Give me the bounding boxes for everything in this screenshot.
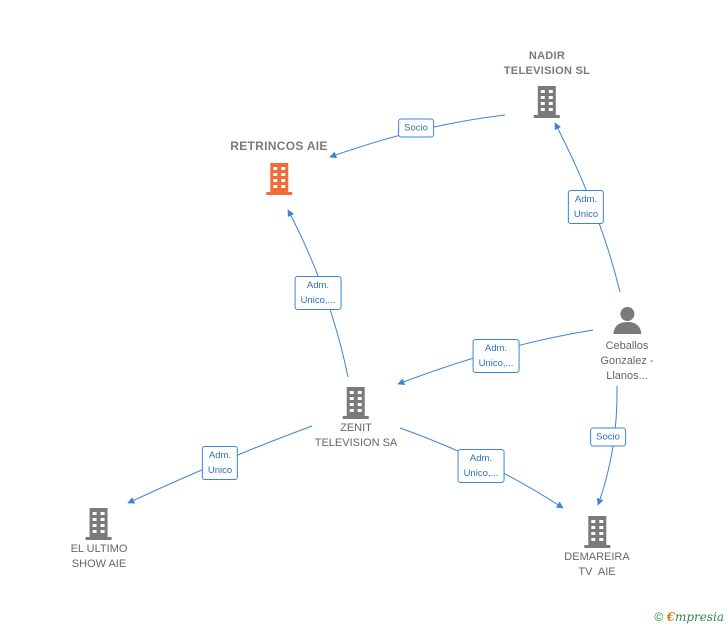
edge-label-text: Unico,... xyxy=(463,468,499,479)
node-demareira-label-1: DEMAREIRA xyxy=(564,551,630,563)
building-icon xyxy=(584,516,610,548)
building-icon xyxy=(343,387,369,419)
node-nadir-label-1: NADIR xyxy=(528,50,566,62)
building-icon xyxy=(86,508,112,540)
edge-label-nadir-retrincos[interactable]: Socio xyxy=(398,118,434,138)
edge-label-zenit-demareira[interactable]: Adm. Unico,... xyxy=(457,449,505,483)
node-el-ultimo[interactable]: EL ULTIMO SHOW AIE xyxy=(70,506,128,572)
edge-label-text: Unico,... xyxy=(300,295,336,306)
edge-label-zenit-el-ultimo[interactable]: Adm. Unico xyxy=(201,446,239,480)
node-ceballos[interactable]: Ceballos Gonzalez - Llanos... xyxy=(600,305,654,384)
building-icon xyxy=(266,163,292,195)
edge-label-text: Adm. xyxy=(306,280,330,291)
edge-label-text: Adm. xyxy=(574,194,598,205)
edge-label-ceballos-zenit[interactable]: Adm. Unico,... xyxy=(472,339,520,373)
node-el-ultimo-label-2: SHOW AIE xyxy=(71,558,127,570)
node-zenit-label-1: ZENIT xyxy=(340,422,372,434)
edge-label-text: Unico,... xyxy=(478,358,514,369)
node-zenit-label-2: TELEVISION SA xyxy=(314,437,398,449)
node-demareira-label-2: TV AIE xyxy=(578,566,616,578)
edge-label-text: Unico xyxy=(573,209,599,220)
edge-ceballos-demareira xyxy=(596,385,618,506)
node-retrincos[interactable]: RETRINCOS AIE xyxy=(230,139,327,195)
edge-label-text: Socio xyxy=(596,431,620,443)
brand-e-glyph: € xyxy=(666,610,675,624)
edge-label-text: Adm. xyxy=(208,450,232,461)
brand-text: mpresia xyxy=(674,610,724,624)
person-icon xyxy=(612,307,641,334)
node-demareira[interactable]: DEMAREIRA TV AIE xyxy=(564,514,630,580)
node-ceballos-label-1: Ceballos xyxy=(605,340,649,352)
edge-label-ceballos-demareira[interactable]: Socio xyxy=(590,427,626,447)
edge-label-text: Adm. xyxy=(469,453,493,464)
node-ceballos-label-3: Llanos... xyxy=(606,370,648,382)
edge-label-ceballos-nadir[interactable]: Adm. Unico xyxy=(567,190,605,224)
node-retrincos-label-1: RETRINCOS AIE xyxy=(230,139,328,153)
edge-label-text: Adm. xyxy=(484,343,508,354)
node-el-ultimo-label-1: EL ULTIMO xyxy=(70,543,128,555)
brand-logo: © €mpresia xyxy=(654,610,724,624)
node-nadir[interactable]: NADIR TELEVISION SL xyxy=(504,49,590,120)
edge-label-zenit-retrincos[interactable]: Adm. Unico,... xyxy=(294,276,342,310)
node-zenit[interactable]: ZENIT TELEVISION SA xyxy=(314,385,398,451)
copyright-icon: © xyxy=(654,610,664,624)
edge-label-text: Unico xyxy=(207,465,233,476)
building-icon xyxy=(533,86,560,118)
node-ceballos-label-2: Gonzalez - xyxy=(600,355,654,367)
node-nadir-label-2: TELEVISION SL xyxy=(503,65,591,77)
edge-label-text: Socio xyxy=(404,122,428,134)
